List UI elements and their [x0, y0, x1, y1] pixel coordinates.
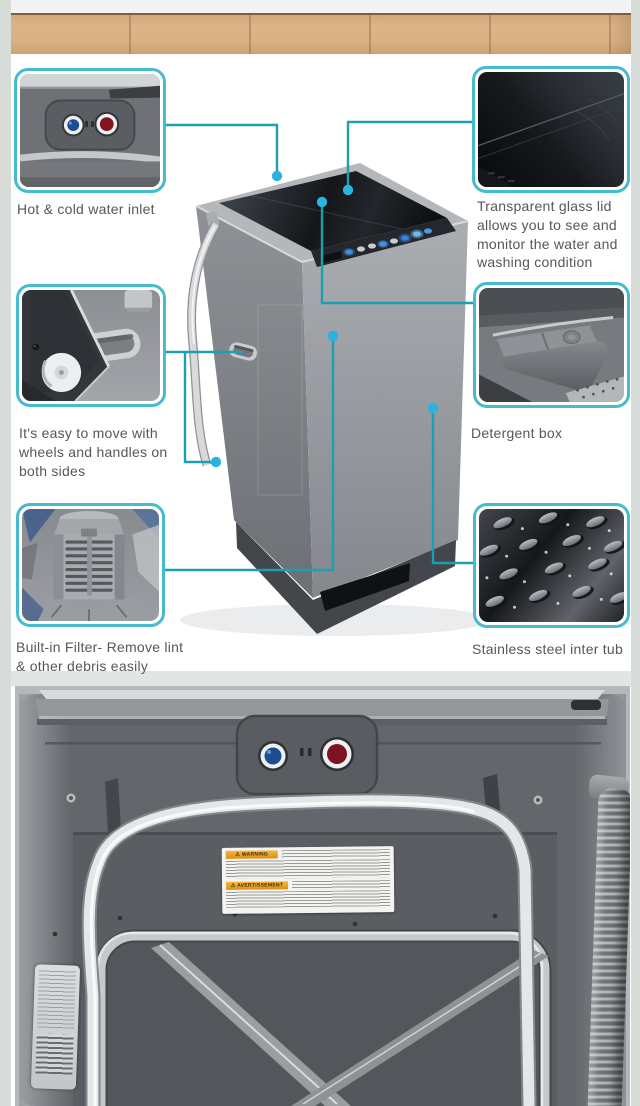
- wheels-handles-image: [22, 290, 160, 401]
- warning-label: ⚠ WARNING ⚠ AVERTISSEMENT: [221, 846, 395, 914]
- feature-diagram: Hot & cold water inlet Transparent glass…: [14, 66, 630, 674]
- inlet-panel: [235, 714, 379, 796]
- dimples: [479, 512, 624, 609]
- spec-barcode: [35, 1033, 74, 1075]
- wood-floor-image: [11, 13, 634, 54]
- callout-box-stainless-tub: [473, 503, 630, 628]
- detergent-box-image: [479, 288, 624, 402]
- cold-water-valve: [264, 747, 282, 765]
- spec-label: [30, 964, 81, 1090]
- warning-text-lines: [226, 890, 391, 908]
- warning-text-lines: [292, 880, 391, 890]
- side-handle: [229, 342, 258, 361]
- section-divider: [11, 671, 634, 686]
- warning-icon: ⚠: [230, 882, 236, 889]
- warning-text-lines: [225, 859, 390, 879]
- warning-header-fr: ⚠ AVERTISSEMENT: [226, 881, 289, 890]
- connector-lines: [165, 120, 473, 572]
- stainless-tub-image: [479, 509, 624, 622]
- hot-cold-inlet-image: [20, 74, 160, 187]
- warning-icon: ⚠: [235, 851, 241, 858]
- rear-view-photo: ⚠ WARNING ⚠ AVERTISSEMENT: [15, 686, 630, 1106]
- page-frame-right: [631, 0, 640, 1106]
- panel-buttons: [343, 228, 432, 256]
- caption-detergent-box: Detergent box: [471, 425, 563, 441]
- marker-dots: [210, 170, 439, 468]
- hot-water-valve: [327, 744, 347, 764]
- page-frame-left: [0, 0, 11, 1106]
- warning-header-en: ⚠ WARNING: [225, 850, 278, 859]
- glass-lid-image: [478, 72, 624, 187]
- lid-latch: [571, 700, 601, 710]
- caption-hot-cold-inlet: Hot & cold water inlet: [17, 201, 155, 217]
- filter-image: [22, 509, 159, 621]
- callout-box-glass-lid: [472, 66, 630, 193]
- warning-text-lines: [281, 849, 390, 859]
- caption-stainless-tub: Stainless steel inter tub: [472, 641, 623, 657]
- callout-box-hot-cold-inlet: [14, 68, 166, 193]
- callout-box-detergent: [473, 282, 630, 408]
- top-margin: [11, 0, 631, 14]
- caption-wheels-handles: It's easy to move with wheels and handle…: [19, 425, 168, 479]
- caption-glass-lid: Transparent glass lid allows you to see …: [477, 198, 618, 271]
- spec-text-lines: [36, 969, 76, 1029]
- front-hose: [187, 211, 220, 467]
- caption-built-in-filter: Built-in Filter- Remove lint & other deb…: [16, 639, 184, 674]
- callout-box-filter: [16, 503, 165, 627]
- callout-box-wheels-handles: [16, 284, 166, 407]
